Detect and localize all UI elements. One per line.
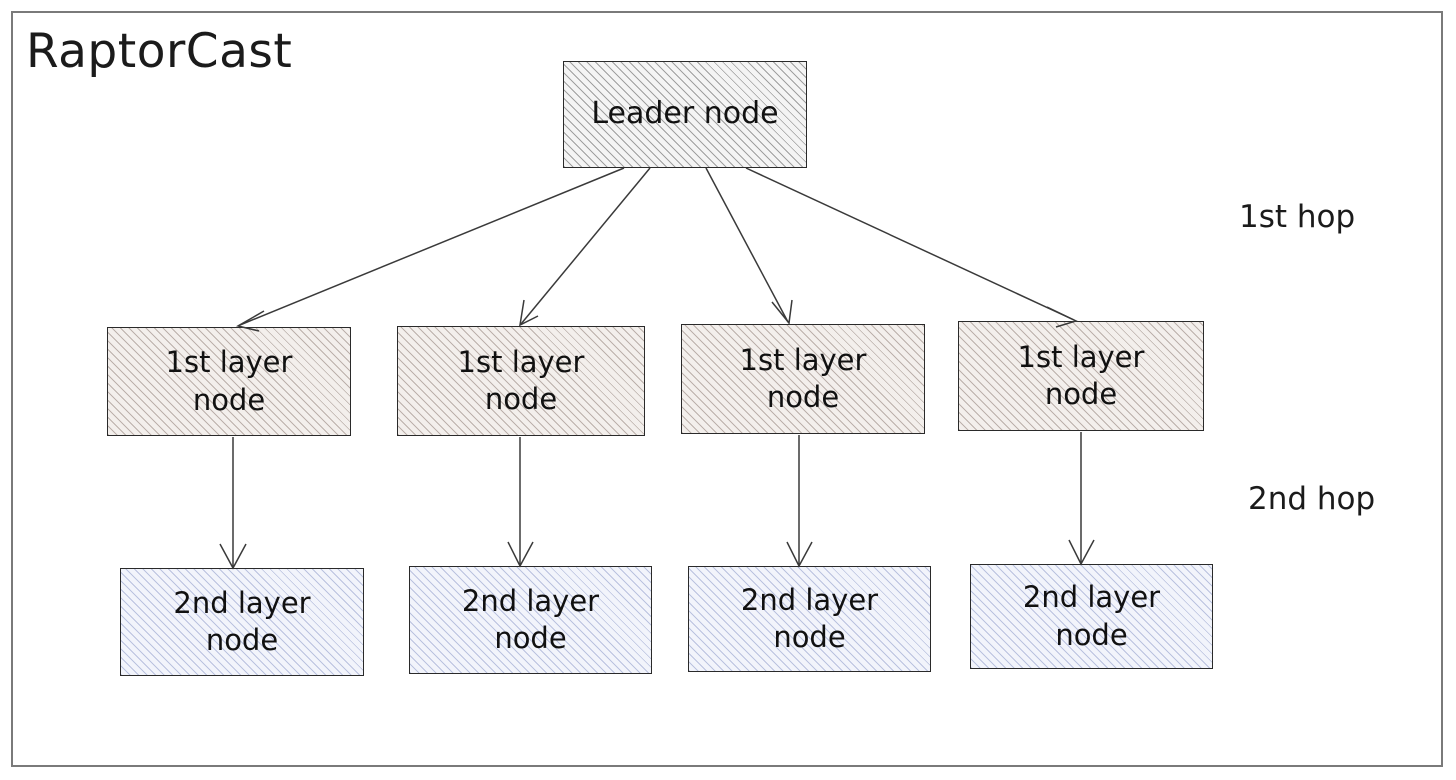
second-layer-node-4[interactable]: 2nd layer node [970,564,1213,669]
page-title: RaptorCast [26,24,293,79]
second-layer-node-3[interactable]: 2nd layer node [688,566,931,672]
first-layer-node-1[interactable]: 1st layer node [107,327,351,436]
first-layer-node-4[interactable]: 1st layer node [958,321,1204,431]
hop-label-1st: 1st hop [1239,199,1356,235]
second-layer-node-1[interactable]: 2nd layer node [120,568,364,676]
first-layer-node-3[interactable]: 1st layer node [681,324,925,434]
hop-label-2nd: 2nd hop [1248,481,1376,517]
second-layer-node-2[interactable]: 2nd layer node [409,566,652,674]
leader-node[interactable]: Leader node [563,61,807,168]
first-layer-node-2[interactable]: 1st layer node [397,326,645,436]
